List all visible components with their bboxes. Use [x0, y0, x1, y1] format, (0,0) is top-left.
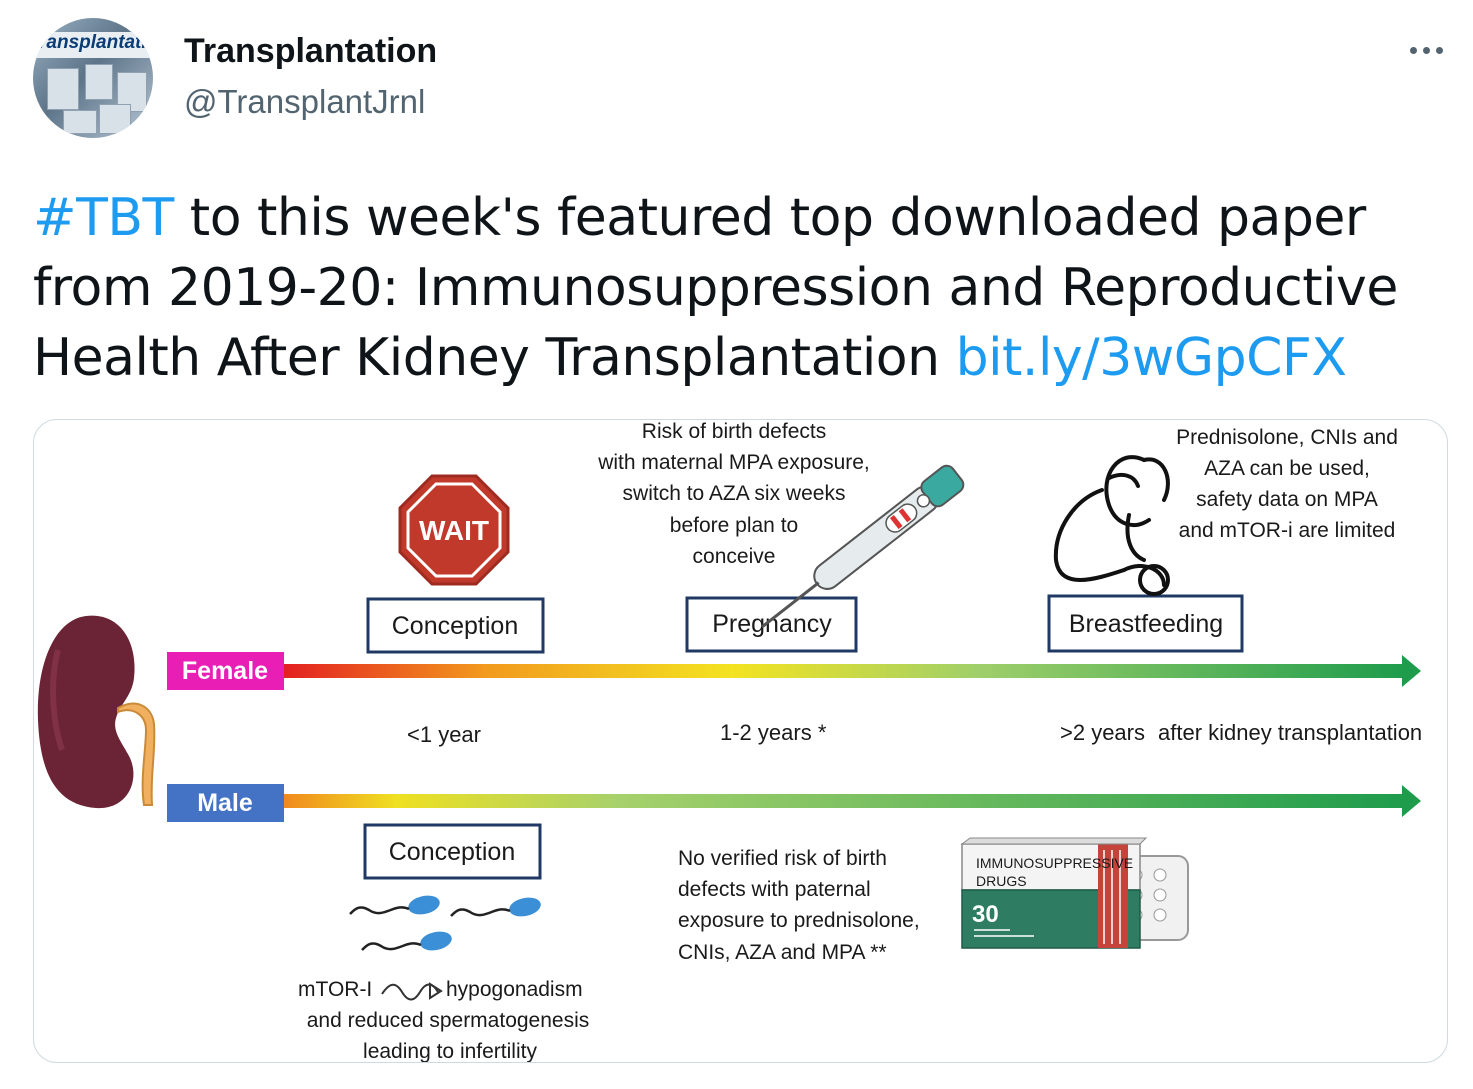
female-timeline-arrow	[284, 664, 1404, 678]
tweet-text: #TBT to this week's featured top downloa…	[33, 183, 1443, 393]
breastfeeding-note-line: AZA can be used,	[1204, 457, 1370, 480]
sperm-icon	[349, 895, 541, 951]
timeline-1-2-label: 1-2 years *	[720, 720, 827, 745]
timeline-gt2-label: >2 years	[1060, 720, 1145, 745]
tweet-body: to this week's featured top downloaded p…	[33, 188, 1398, 388]
pregnancy-note-line: switch to AZA six weeks	[623, 482, 846, 505]
avatar-cover-tile	[63, 110, 97, 134]
breastfeeding-box	[1047, 594, 1244, 653]
pregnancy-label: Pregnancy	[712, 610, 832, 638]
breastfeeding-label: Breastfeeding	[1069, 610, 1223, 638]
timeline-after-label: after kidney transplantation	[1158, 720, 1422, 745]
male-label-badge	[167, 784, 284, 822]
pregnancy-note-line: Risk of birth defects	[642, 420, 826, 443]
pregnancy-note-line: with maternal MPA exposure,	[597, 451, 870, 474]
hashtag-link[interactable]: #TBT	[33, 188, 174, 248]
more-dot	[1435, 46, 1443, 54]
more-dot	[1409, 46, 1417, 54]
mtor-note-prefix: mTOR-I	[298, 978, 372, 1001]
account-name[interactable]: Transplantation	[184, 32, 438, 70]
tweet-image[interactable]: Female Male <1 year 1-2 years * >2 years…	[33, 419, 1448, 1063]
avatar-cover-tile	[47, 68, 79, 110]
breastfeeding-note-line: and mTOR-i are limited	[1179, 519, 1396, 542]
female-label: Female	[182, 657, 268, 685]
male-timeline-arrow	[284, 794, 1404, 808]
male-label: Male	[197, 789, 253, 817]
male-note-line: CNIs, AZA and MPA **	[678, 941, 887, 964]
female-conception-box	[366, 597, 545, 654]
drug-box-line1: IMMUNOSUPPRESSIVE	[976, 855, 1133, 871]
female-arrow-head	[1402, 655, 1421, 687]
female-conception-label: Conception	[392, 612, 518, 640]
mtor-note-line: and reduced spermatogenesis	[307, 1009, 590, 1032]
male-arrow-head	[1402, 785, 1421, 817]
mtor-note-suffix: hypogonadism	[446, 978, 583, 1001]
more-dot	[1422, 46, 1430, 54]
pregnancy-box	[685, 596, 858, 653]
drug-box-icon: IMMUNOSUPPRESSIVE DRUGS 30	[960, 837, 1189, 949]
wavy-arrow-head	[429, 982, 443, 1000]
account-handle[interactable]: @TransplantJrnl	[184, 83, 426, 120]
avatar-logo-text: ransplantatio	[39, 32, 153, 53]
tweet-url-link[interactable]: bit.ly/3wGpCFX	[955, 328, 1347, 388]
mtor-note-line: leading to infertility	[363, 1040, 537, 1062]
female-label-badge	[167, 652, 284, 690]
timeline-lt1-label: <1 year	[407, 722, 481, 747]
mother-baby-icon	[1053, 455, 1170, 596]
male-note-line: defects with paternal	[678, 878, 871, 901]
avatar-cover-tile	[99, 104, 131, 134]
kidney-icon	[37, 615, 156, 809]
male-note-line: No verified risk of birth	[678, 847, 887, 870]
account-avatar[interactable]: ransplantatio	[33, 18, 153, 138]
avatar-banner	[33, 32, 153, 58]
drug-box-line2: DRUGS	[976, 873, 1027, 889]
stop-sign-icon: WAIT	[398, 474, 510, 586]
stop-sign-text: WAIT	[419, 515, 489, 546]
male-note-line: exposure to prednisolone,	[678, 909, 920, 932]
pregnancy-note-line: before plan to	[670, 514, 798, 537]
more-horizontal-icon[interactable]	[1402, 30, 1450, 70]
drug-box-count: 30	[972, 901, 999, 928]
pregnancy-test-icon	[760, 464, 965, 629]
male-conception-box	[363, 823, 542, 880]
avatar-cover-tile	[85, 64, 113, 100]
breastfeeding-note-line: Prednisolone, CNIs and	[1176, 426, 1398, 449]
breastfeeding-note-line: safety data on MPA	[1196, 488, 1378, 511]
male-conception-label: Conception	[389, 838, 515, 866]
pregnancy-note-line: conceive	[693, 545, 776, 568]
infographic: Female Male <1 year 1-2 years * >2 years…	[37, 420, 1422, 1062]
